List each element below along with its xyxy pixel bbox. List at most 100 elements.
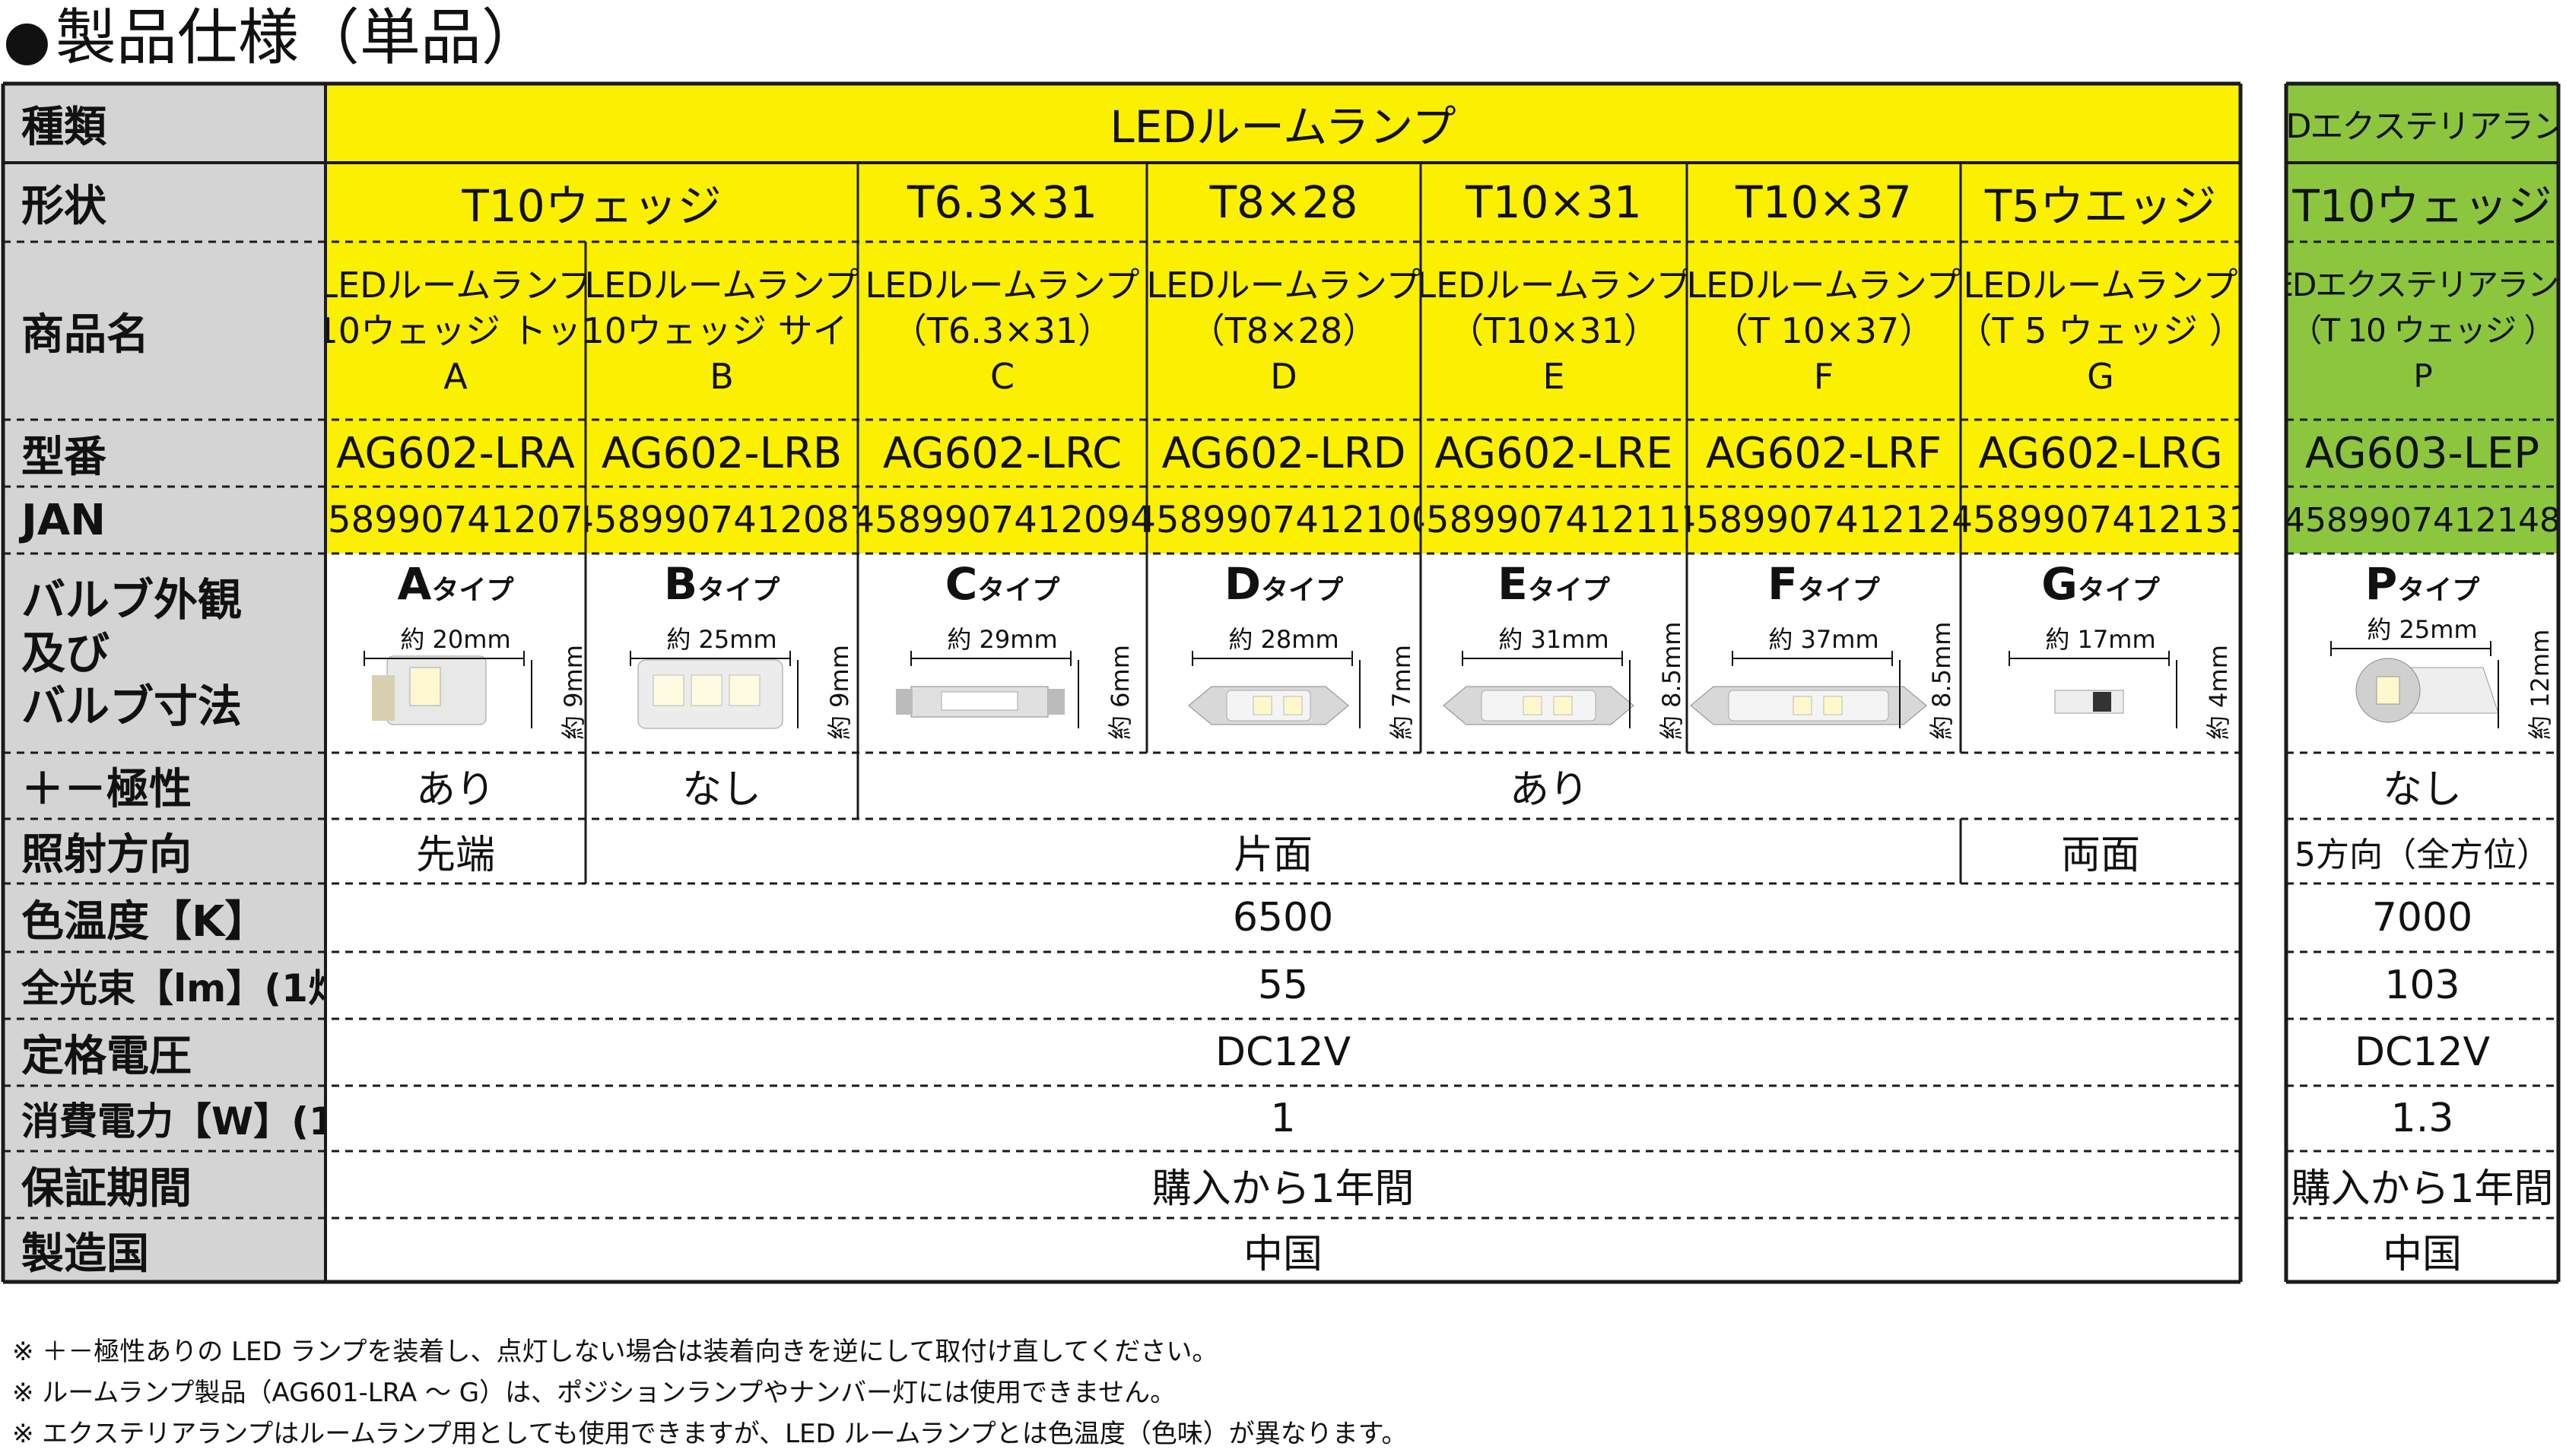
label-polarity: ＋－極性 bbox=[3, 753, 326, 819]
note-3: ※ エクステリアランプはルームランプ用としても使用できますが、LED ルームラン… bbox=[12, 1419, 1408, 1449]
room-product-name: LEDルームランプ（T8×28）D bbox=[1147, 242, 1421, 420]
bulb-height: 約 4mm bbox=[2204, 645, 2233, 740]
room-shape-0: T10ウェッジ bbox=[326, 163, 858, 242]
bulb-type-letter: E bbox=[1497, 558, 1528, 610]
room-jan-code: 4589907412117 bbox=[1421, 487, 1687, 554]
label-color-temp: 色温度【K】 bbox=[3, 883, 326, 952]
bulb-height: 約 8.5mm bbox=[1927, 621, 1956, 740]
product-name-line1: LEDルームランプ bbox=[326, 265, 586, 306]
bulb-type-suffix: タイプ bbox=[2397, 575, 2480, 606]
room-color-temp: 6500 bbox=[1232, 895, 1334, 941]
bulb-image bbox=[1443, 686, 1634, 725]
bulb-height: 約 7mm bbox=[1387, 645, 1416, 740]
room-lumen: 55 bbox=[1257, 963, 1309, 1008]
exterior-power: 1.3 bbox=[2390, 1096, 2454, 1141]
room-bulb-cell: Gタイプ 約 17mm 約 4mm bbox=[1961, 554, 2240, 753]
room-bulb-cell: Fタイプ 約 37mm 約 8.5mm bbox=[1687, 554, 1961, 753]
product-name-line2: （T10ウェッジ トップ） bbox=[326, 310, 586, 351]
room-power: 1 bbox=[1270, 1096, 1296, 1141]
room-bulb-cell: Bタイプ 約 25mm 約 9mm bbox=[586, 554, 858, 753]
room-product-name: LEDルームランプ（T6.3×31）C bbox=[858, 242, 1147, 420]
label-voltage: 定格電圧 bbox=[3, 1019, 326, 1086]
bulb-height: 約 6mm bbox=[1106, 645, 1135, 740]
bulb-type-letter: D bbox=[1224, 558, 1262, 610]
product-name-line1: LEDルームランプ bbox=[1421, 265, 1687, 306]
bulb-type-label: Pタイプ bbox=[2286, 558, 2558, 610]
bulb-type-label: Fタイプ bbox=[1687, 558, 1961, 610]
room-shape-4: T10×37 bbox=[1687, 163, 1961, 242]
label-bulb: バルブ外観及びバルブ寸法 bbox=[3, 554, 326, 753]
bulb-width: 約 37mm bbox=[1768, 625, 1879, 654]
direction-g: 両面 bbox=[2060, 833, 2140, 878]
room-product-name: LEDルームランプ（T 10×37）F bbox=[1687, 242, 1961, 420]
bulb-width: 約 31mm bbox=[1498, 625, 1609, 654]
page-title: ●製品仕様（単品） bbox=[3, 2, 542, 73]
bulb-type-letter: P bbox=[2364, 558, 2398, 610]
bulb-type-suffix: タイプ bbox=[1527, 575, 1610, 606]
exterior-polarity: なし bbox=[2382, 767, 2462, 813]
room-shape-2: T8×28 bbox=[1147, 163, 1421, 242]
bulb-type-letter: A bbox=[397, 558, 432, 610]
room-model-number: AG602-LRC bbox=[858, 420, 1147, 487]
bulb-type-letter: G bbox=[2041, 558, 2078, 610]
exterior-jan-code: 4589907412148 bbox=[2286, 487, 2558, 554]
label-jan: JAN bbox=[3, 487, 326, 554]
bulb-type-letter: C bbox=[945, 558, 978, 610]
bulb-type-label: Cタイプ bbox=[858, 558, 1147, 610]
label-model: 型番 bbox=[3, 420, 326, 487]
bulb-height: 約 9mm bbox=[825, 645, 854, 740]
room-shape-1: T6.3×31 bbox=[858, 163, 1147, 242]
bulb-image bbox=[896, 686, 1065, 718]
label-type: 種類 bbox=[3, 84, 326, 163]
bulb-image bbox=[2355, 658, 2499, 723]
product-name-line1: LEDエクステリアランプ bbox=[2286, 266, 2558, 303]
exterior-bulb-cell: Pタイプ 約 25mm 約 12mm bbox=[2286, 554, 2558, 753]
bulb-illustration bbox=[2330, 641, 2499, 728]
product-letter: G bbox=[2087, 356, 2114, 397]
direction-a: 先端 bbox=[415, 833, 495, 878]
bulb-image bbox=[1690, 686, 1927, 725]
bulb-illustration bbox=[896, 651, 1079, 728]
note-1: ※ ＋－極性ありの LED ランプを装着し、点灯しない場合は装着向きを逆にして取… bbox=[12, 1337, 1218, 1367]
label-bulb-line: バルブ外観 bbox=[21, 574, 243, 626]
room-bulb-cell: Dタイプ 約 28mm 約 7mm bbox=[1147, 554, 1421, 753]
product-letter: P bbox=[2413, 357, 2432, 395]
bulb-illustration bbox=[1443, 651, 1634, 728]
room-shape-5: T5ウエッジ bbox=[1961, 163, 2240, 242]
room-shape-3: T10×31 bbox=[1421, 163, 1687, 242]
exterior-voltage: DC12V bbox=[2354, 1029, 2491, 1075]
room-model-number: AG602-LRG bbox=[1961, 420, 2240, 487]
polarity-b: なし bbox=[681, 767, 761, 813]
product-letter: A bbox=[443, 356, 468, 397]
bulb-image bbox=[2054, 690, 2124, 714]
product-letter: F bbox=[1813, 356, 1834, 397]
bulb-type-label: Bタイプ bbox=[586, 558, 858, 610]
room-jan-code: 4589907412100 bbox=[1147, 487, 1421, 554]
label-bulb-line: バルブ寸法 bbox=[21, 680, 243, 732]
bulb-type-suffix: タイプ bbox=[977, 575, 1060, 606]
label-direction: 照射方向 bbox=[3, 819, 326, 883]
exterior-model-number: AG603-LEP bbox=[2286, 420, 2558, 487]
room-product-name: LEDルームランプ（T10ウェッジ サイド）B bbox=[586, 242, 858, 420]
bulb-type-label: Eタイプ bbox=[1421, 558, 1687, 610]
bulb-illustration bbox=[2009, 651, 2177, 728]
bulb-height: 約 9mm bbox=[559, 645, 586, 740]
room-product-name: LEDルームランプ（T10ウェッジ トップ） A bbox=[326, 242, 586, 420]
bulb-type-suffix: タイプ bbox=[2077, 575, 2160, 606]
exterior-color-temp: 7000 bbox=[2371, 895, 2473, 941]
room-jan-code: 4589907412131 bbox=[1961, 487, 2240, 554]
room-bulb-cell: Aタイプ 約 20mm 約 9mm bbox=[326, 554, 586, 753]
product-name-line2: （T10ウェッジ サイド） bbox=[586, 310, 858, 351]
product-name-line1: LEDルームランプ bbox=[586, 265, 858, 306]
room-bulb-cell: Eタイプ 約 31mm 約 8.5mm bbox=[1421, 554, 1687, 753]
exterior-type-header: LEDエクステリアランプ bbox=[2286, 84, 2558, 163]
room-jan-code: 4589907412094 bbox=[858, 487, 1147, 554]
exterior-direction: 5方向（全方位） bbox=[2294, 835, 2550, 874]
bulb-illustration bbox=[630, 651, 799, 729]
bulb-width: 約 28mm bbox=[1228, 625, 1339, 654]
bulb-image bbox=[637, 659, 783, 729]
product-name-line2: （T10×31） bbox=[1449, 310, 1659, 351]
bulb-type-label: Gタイプ bbox=[1961, 558, 2240, 610]
bulb-height: 約 8.5mm bbox=[1657, 621, 1686, 740]
